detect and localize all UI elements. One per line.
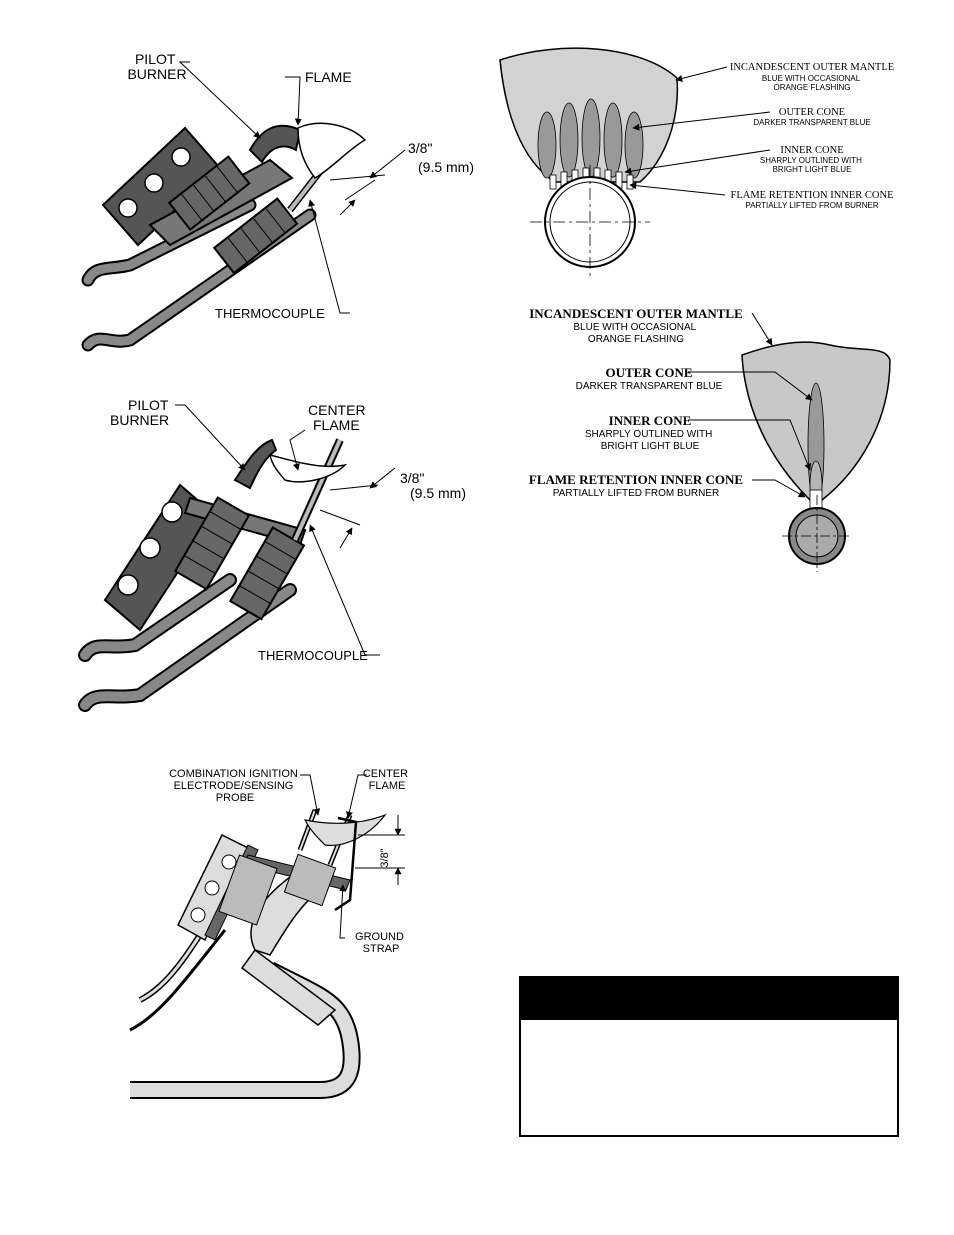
flame-outline bbox=[297, 122, 367, 179]
warning-box bbox=[519, 976, 899, 1137]
fig1-gap-mm: (9.5 mm) bbox=[418, 159, 474, 175]
fig4-outer-cone-desc: DARKER TRANSPARENT BLUE bbox=[753, 118, 870, 127]
figure-burner-flame-singleport bbox=[688, 312, 891, 572]
figure-pilot-flame bbox=[81, 61, 406, 352]
fig5-outer-cone-desc: DARKER TRANSPARENT BLUE bbox=[576, 381, 723, 392]
fig5-inner-cone-title: INNER CONE bbox=[609, 413, 692, 428]
fig5-outer-mantle-desc: BLUE WITH OCCASIONAL ORANGE FLASHING bbox=[573, 322, 698, 345]
fig3-electrode-label: COMBINATION IGNITION ELECTRODE/SENSING P… bbox=[169, 768, 301, 804]
fig5-retention-title: FLAME RETENTION INNER CONE bbox=[529, 472, 743, 487]
fig2-pilot-burner-label: PILOT BURNER bbox=[110, 397, 172, 428]
fig4-inner-cone-title: INNER CONE bbox=[780, 145, 843, 156]
fig4-outer-cone-title: OUTER CONE bbox=[779, 107, 845, 118]
figure-ignition-electrode bbox=[129, 774, 405, 1099]
fig4-retention-title: FLAME RETENTION INNER CONE bbox=[730, 190, 893, 201]
fig5-outer-mantle-title: INCANDESCENT OUTER MANTLE bbox=[529, 306, 743, 321]
fig1-thermocouple-label: THERMOCOUPLE bbox=[215, 306, 325, 321]
fig5-inner-cone-desc: SHARPLY OUTLINED WITH BRIGHT LIGHT BLUE bbox=[585, 429, 715, 452]
fig3-gap-inches: 3/8" bbox=[379, 848, 391, 867]
fig2-thermocouple-label: THERMOCOUPLE bbox=[258, 648, 368, 663]
fig2-gap-inches: 3/8" bbox=[400, 470, 424, 486]
fig4-outer-mantle-desc: BLUE WITH OCCASIONAL ORANGE FLASHING bbox=[762, 74, 862, 92]
fig3-ground-strap-label: GROUND STRAP bbox=[355, 931, 407, 955]
fig5-retention-desc: PARTIALLY LIFTED FROM BURNER bbox=[553, 488, 720, 499]
fig1-gap-inches: 3/8" bbox=[408, 140, 432, 156]
figure-burner-flame-multiport bbox=[499, 47, 771, 280]
fig2-gap-mm: (9.5 mm) bbox=[410, 485, 466, 501]
figure-pilot-center-flame bbox=[78, 404, 396, 712]
fig1-flame-label: FLAME bbox=[305, 69, 352, 85]
fig4-retention-desc: PARTIALLY LIFTED FROM BURNER bbox=[745, 201, 878, 210]
warning-box-header bbox=[521, 978, 897, 1020]
fig4-inner-cone-desc: SHARPLY OUTLINED WITH BRIGHT LIGHT BLUE bbox=[760, 156, 864, 174]
fig3-center-flame-label: CENTER FLAME bbox=[363, 768, 411, 792]
fig1-pilot-burner-label: PILOT BURNER bbox=[127, 51, 186, 82]
fig4-outer-mantle-title: INCANDESCENT OUTER MANTLE bbox=[730, 62, 894, 73]
fig4-labels: INCANDESCENT OUTER MANTLE BLUE WITH OCCA… bbox=[730, 62, 894, 210]
warning-box-body bbox=[521, 1020, 897, 1040]
fig5-outer-cone-title: OUTER CONE bbox=[605, 365, 692, 380]
flame-outline bbox=[269, 453, 348, 483]
fig5-labels: INCANDESCENT OUTER MANTLE BLUE WITH OCCA… bbox=[529, 306, 743, 499]
fig2-center-flame-label: CENTER FLAME bbox=[308, 402, 369, 433]
